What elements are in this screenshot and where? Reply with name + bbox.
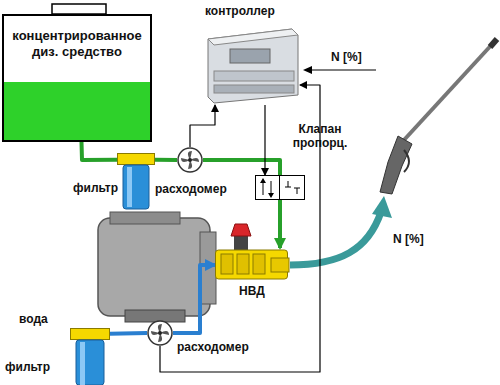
filter-shape [117, 153, 155, 210]
pipe [82, 142, 118, 160]
flowmeter-shape [147, 320, 173, 346]
controller-shape [200, 25, 300, 105]
pipe [110, 331, 147, 336]
pipe [155, 158, 177, 162]
pipe [278, 200, 282, 248]
signal-label: вода [18, 312, 49, 326]
tank-lid [52, 4, 106, 14]
tank: концентрированное диз. средство [2, 14, 152, 142]
signal-line [264, 105, 265, 175]
hose-arrowhead [372, 196, 392, 218]
pump-shape [215, 248, 290, 280]
filter: фильтр [70, 328, 110, 385]
node-label: фильтр [5, 360, 50, 374]
flowmeter-shape [177, 147, 203, 173]
signal-line [190, 105, 215, 147]
flowmeter: расходомер [177, 147, 203, 173]
node-label: контроллер [205, 4, 275, 18]
pipe [203, 160, 280, 175]
pipe [173, 265, 215, 333]
filter: фильтр [117, 153, 155, 210]
node-label: Клапан пропорц. [285, 122, 355, 151]
pump-valve-knob [231, 224, 251, 250]
flowmeter: расходомер [147, 320, 173, 346]
arrowhead [303, 66, 312, 74]
signal-label: N [%] [392, 232, 425, 246]
filter-shape [70, 328, 110, 385]
signal-line [160, 85, 320, 372]
signal-label: N [%] [330, 50, 363, 64]
controller: контроллер [200, 25, 300, 105]
node-label: расходомер [155, 182, 227, 196]
proportional-valve-shape [255, 175, 305, 200]
proportional-valve: Клапан пропорц. [255, 175, 305, 200]
node-label: концентрированное диз. средство [4, 28, 150, 59]
pump: НВД [215, 248, 290, 280]
spray-gun [380, 39, 497, 194]
node-label: НВД [239, 284, 265, 298]
node-label: расходомер [177, 340, 249, 354]
hose [290, 212, 381, 265]
node-label: фильтр [73, 181, 118, 195]
input-signal-line [310, 69, 376, 70]
